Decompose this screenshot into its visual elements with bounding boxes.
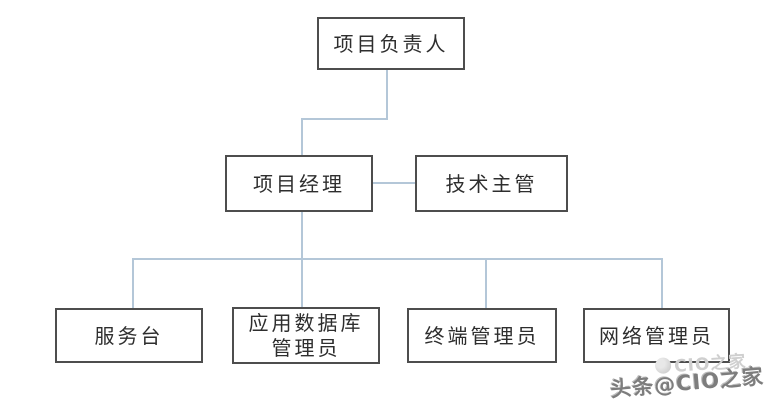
node-tech-supervisor-label: 技术主管 — [445, 171, 538, 196]
connector-children-bus — [132, 258, 663, 308]
node-project-leader-label: 项目负责人 — [333, 31, 449, 56]
node-app-db-admin: 应用数据库 管理员 — [232, 307, 380, 364]
node-app-db-admin-label-line2: 管理员 — [271, 335, 341, 360]
node-project-manager: 项目经理 — [225, 155, 373, 212]
connector-leader-to-manager — [301, 70, 388, 155]
node-service-desk: 服务台 — [55, 308, 203, 363]
node-terminal-admin-label: 终端管理员 — [424, 323, 540, 348]
node-project-manager-label: 项目经理 — [253, 171, 345, 196]
node-service-desk-label: 服务台 — [94, 323, 164, 348]
node-tech-supervisor: 技术主管 — [415, 155, 568, 212]
node-network-admin: 网络管理员 — [583, 308, 730, 363]
node-terminal-admin: 终端管理员 — [407, 308, 557, 363]
node-network-admin-label: 网络管理员 — [599, 323, 714, 348]
node-project-leader: 项目负责人 — [317, 17, 465, 70]
node-app-db-admin-label-line1: 应用数据库 — [248, 310, 364, 335]
